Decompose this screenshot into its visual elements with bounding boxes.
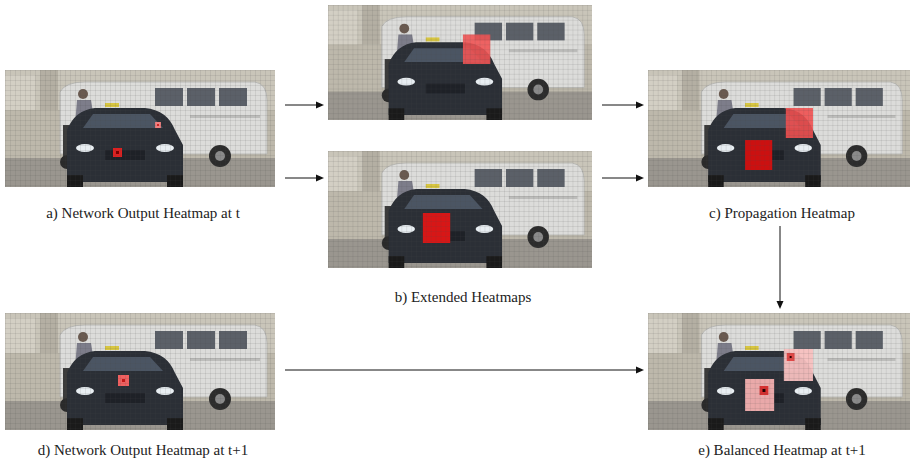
image-panel: a) Network Output Heatmap at t (5, 70, 281, 222)
image-panel: b) Extended Heatmaps (328, 5, 598, 306)
arrow-head (777, 301, 784, 309)
flow-arrow (602, 102, 644, 109)
image-panel: d) Network Output Heatmap at t+1 (5, 313, 281, 459)
panel-caption: d) Network Output Heatmap at t+1 (5, 441, 281, 459)
flow-arrow (285, 102, 324, 109)
arrow-head (316, 175, 324, 182)
arrow-line (780, 226, 781, 303)
arrow-head (636, 175, 644, 182)
arrow-head (316, 102, 324, 109)
flow-arrow (777, 226, 784, 309)
arrow-line (602, 105, 638, 106)
panel-caption: b) Extended Heatmaps (328, 288, 598, 306)
arrow-line (285, 105, 318, 106)
panel-caption: c) Propagation Heatmap (648, 204, 914, 222)
flow-arrow (285, 367, 644, 374)
flow-arrow (285, 175, 324, 182)
arrow-head (636, 367, 644, 374)
arrow-head (636, 102, 644, 109)
panel-caption: a) Network Output Heatmap at t (5, 204, 281, 222)
image-panel: e) Balanced Heatmap at t+1 (648, 313, 914, 459)
image-panel: c) Propagation Heatmap (648, 70, 914, 222)
panel-caption: e) Balanced Heatmap at t+1 (648, 441, 914, 459)
flow-arrow (602, 175, 644, 182)
arrow-line (285, 370, 638, 371)
arrow-line (602, 178, 638, 179)
arrow-line (285, 178, 318, 179)
